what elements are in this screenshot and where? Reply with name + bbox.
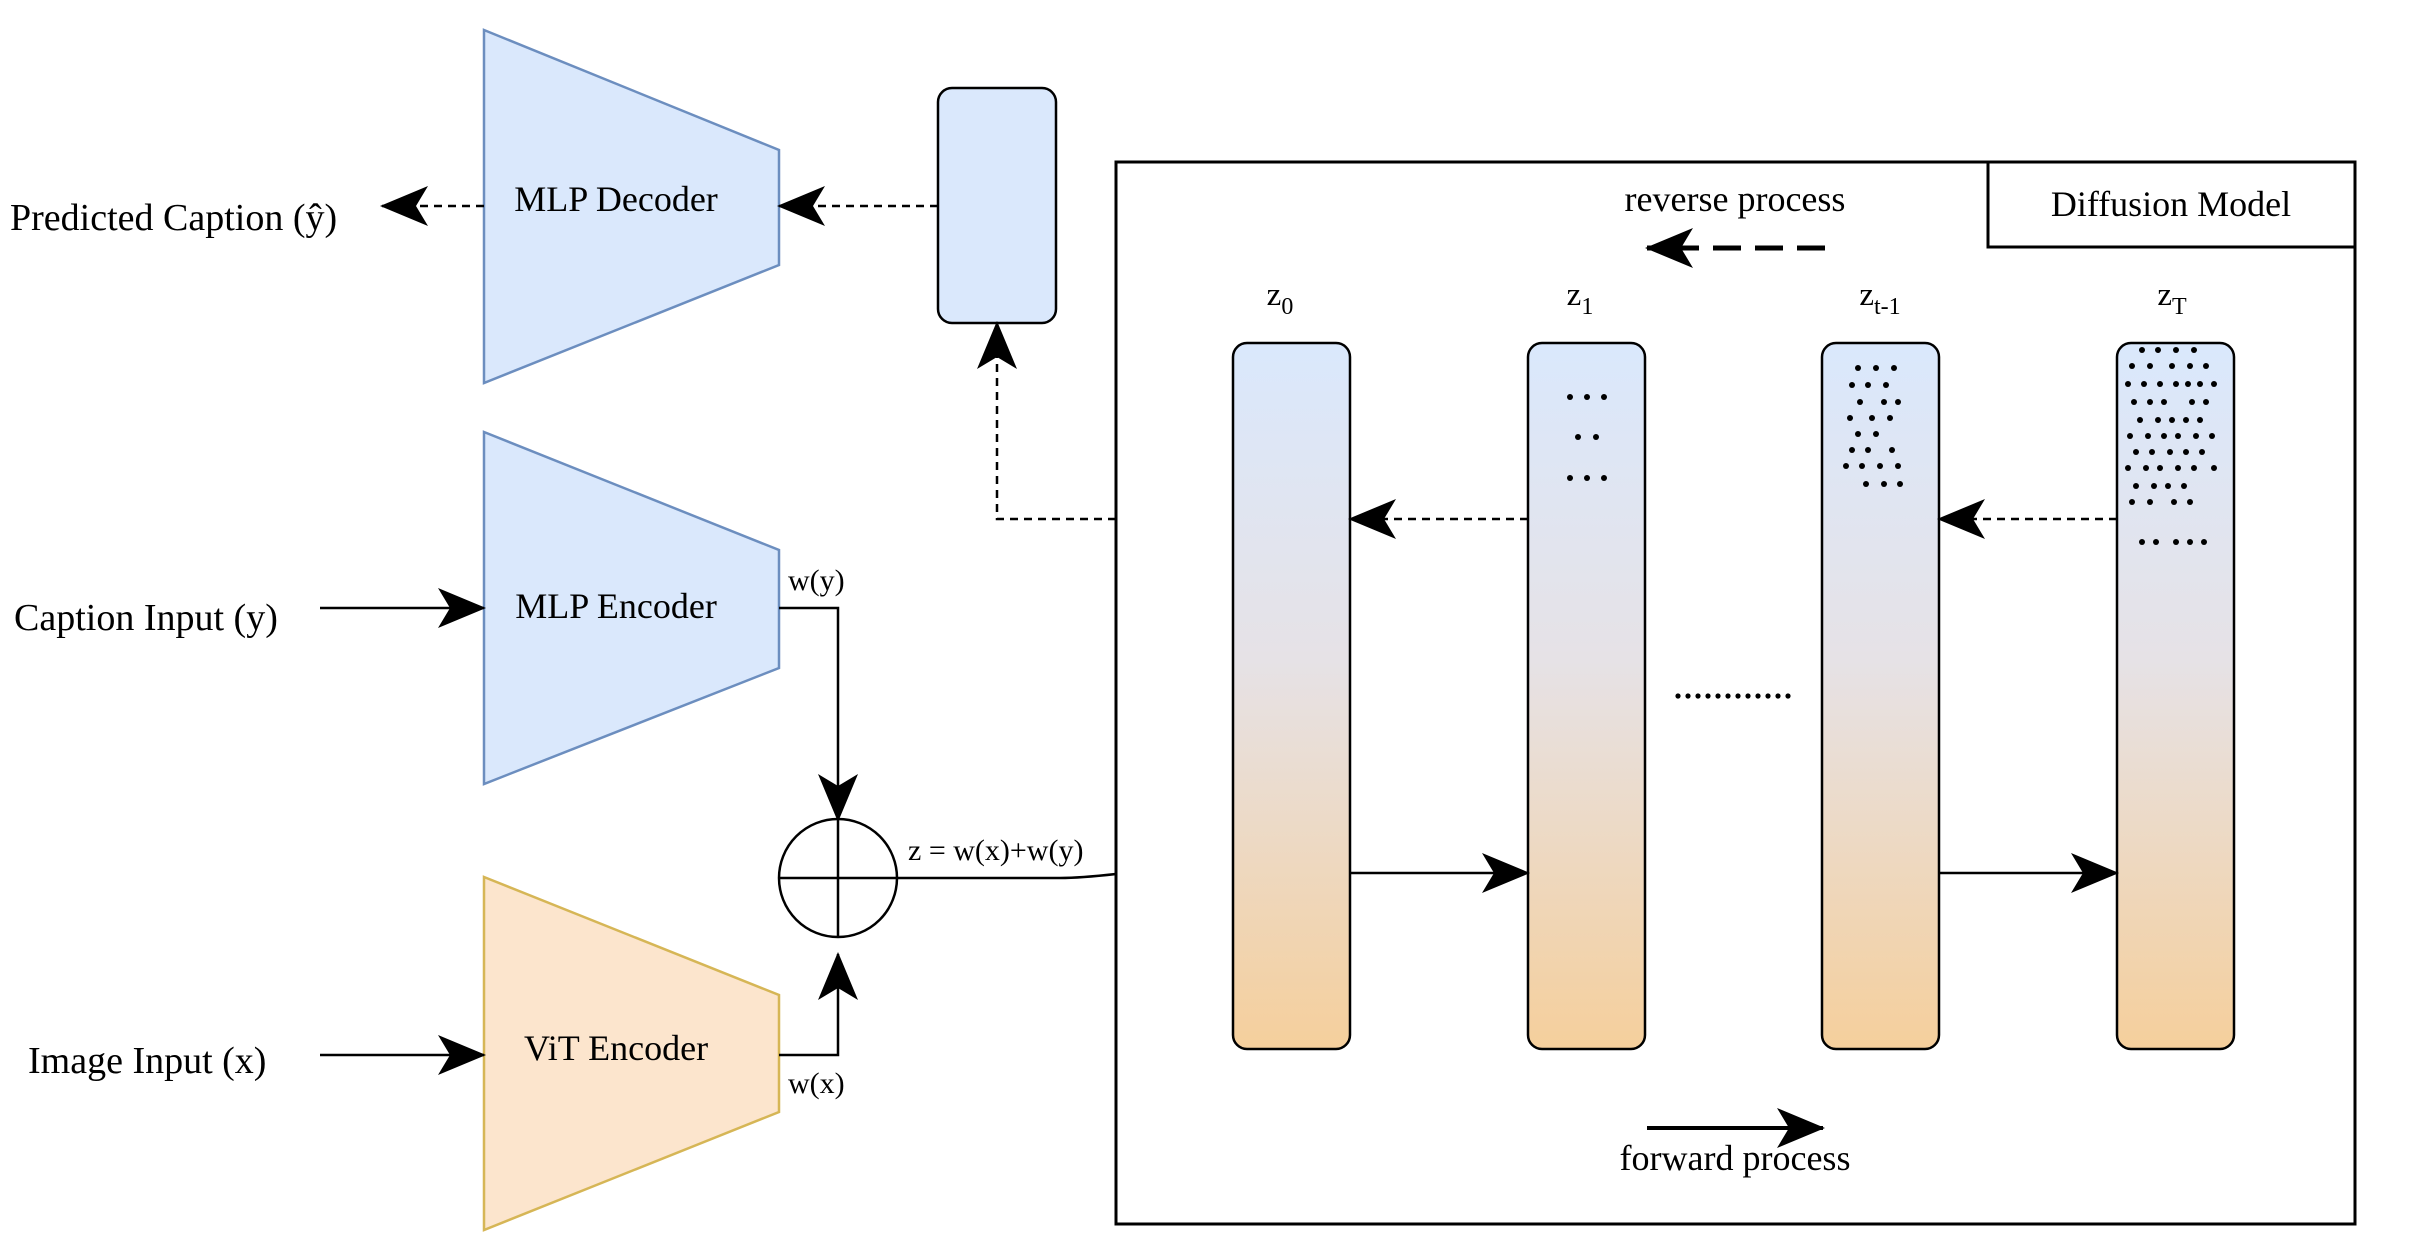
noise-dots-zt-1 xyxy=(1843,365,1903,487)
diffusion-to-latent-arrow xyxy=(977,321,1116,521)
wy-connector xyxy=(779,606,858,822)
caption-input-label: Caption Input (y) xyxy=(14,597,278,639)
mlp-decoder-label: MLP Decoder xyxy=(514,179,718,219)
wx-label: w(x) xyxy=(788,1067,845,1100)
mlp-encoder-label: MLP Encoder xyxy=(515,586,717,626)
mlp-encoder-block xyxy=(482,430,781,786)
noise-dots-z1 xyxy=(1567,394,1607,481)
predicted-caption-label: Predicted Caption (ŷ) xyxy=(10,197,337,239)
latent-label-zt-1: zt-1 xyxy=(1859,277,1900,320)
latent-column-zt-1 xyxy=(1820,341,1941,1051)
sum-to-diffusion-connector xyxy=(897,872,1117,880)
vit-encoder-block xyxy=(482,875,781,1232)
diffusion-model-title-box xyxy=(1986,160,2357,249)
z-sum-label: z = w(x)+w(y) xyxy=(908,834,1083,867)
wy-label: w(y) xyxy=(788,564,845,597)
latent-column-z1 xyxy=(1526,341,1647,1051)
image-input-label: Image Input (x) xyxy=(28,1040,266,1082)
output-latent-block xyxy=(936,86,1058,325)
forward-process-label: forward process xyxy=(1620,1138,1851,1178)
vit-encoder-label: ViT Encoder xyxy=(524,1028,708,1068)
noise-dots-zT xyxy=(2125,347,2217,545)
wx-connector xyxy=(779,952,858,1057)
latent-label-zT: zT xyxy=(2157,277,2187,320)
latent-column-zT xyxy=(2115,341,2236,1051)
latent-label-z0: z0 xyxy=(1267,277,1294,320)
diffusion-model-container xyxy=(1114,160,2357,1226)
column-ellipsis xyxy=(1675,693,1791,699)
reverse-process-label: reverse process xyxy=(1625,179,1846,219)
diffusion-model-title: Diffusion Model xyxy=(2051,184,2291,224)
latent-label-z1: z1 xyxy=(1567,277,1594,320)
mlp-decoder-block xyxy=(482,28,781,385)
sum-node xyxy=(777,817,899,939)
latent-column-z0 xyxy=(1231,341,1352,1051)
